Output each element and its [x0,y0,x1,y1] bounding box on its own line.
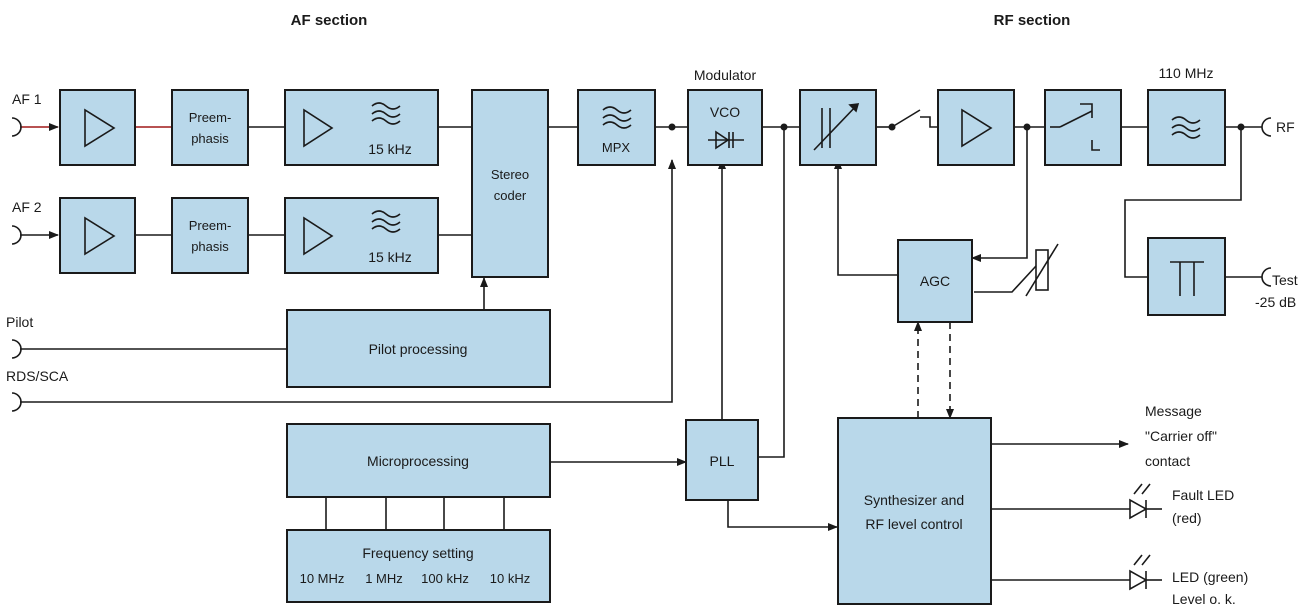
fault-led-label-line2: (red) [1172,510,1202,526]
preemphasis-label-line2: phasis [191,131,229,146]
variable-resistor-icon [1025,243,1059,297]
switch-icon [1050,103,1100,151]
pilot-processing-block: Pilot processing [286,309,551,388]
filter-15khz-label: 15 kHz [368,141,412,157]
lowpass-filter-icon [602,106,632,129]
varactor-diode-icon [708,130,744,150]
vco-block: VCO [687,89,763,166]
preemphasis-label-line2: phasis [191,239,229,254]
signal-lines [20,109,1262,581]
rf-output-connector [1261,117,1272,137]
af2-input-label: AF 2 [12,199,42,215]
ok-led-label-line2: Level o. k. [1172,591,1236,607]
frequency-setting-label: Frequency setting [362,545,473,561]
synthesizer-block: Synthesizer and RF level control [837,417,992,605]
filter-110mhz-block [1147,89,1226,166]
freq-step-10mhz: 10 MHz [300,571,345,586]
amplifier-icon [84,216,116,256]
amplifier-icon [303,108,334,148]
lowpass-filter-icon [371,210,401,233]
variable-attenuator-icon [813,103,860,151]
af1-preemphasis-block: Preem- phasis [171,89,249,166]
af1-amplifier [59,89,136,166]
message-label-line1: Message [1145,403,1202,419]
preemphasis-label-line1: Preem- [189,110,232,125]
preemphasis-label-line1: Preem- [189,218,232,233]
pll-block: PLL [685,419,759,501]
rf-output-label: RF [1276,119,1295,135]
fault-led-label-line1: Fault LED [1172,487,1234,503]
message-label-line3: contact [1145,453,1190,469]
freq-step-10khz: 10 kHz [490,571,530,586]
pilot-processing-label: Pilot processing [369,341,468,357]
af2-amplifier [59,197,136,274]
filter-110mhz-label: 110 MHz [1159,65,1214,81]
filter-15khz-label: 15 kHz [368,249,412,265]
ok-led-icon [1129,554,1162,591]
stereo-coder-block: Stereo coder [471,89,549,278]
agc-label: AGC [920,273,950,289]
mpx-label: MPX [602,140,631,155]
microprocessing-label: Microprocessing [367,453,469,469]
rf-switch-block [1044,89,1122,166]
agc-block: AGC [897,239,973,323]
test-level-label: -25 dB [1255,294,1296,310]
freq-step-1mhz: 1 MHz [365,571,403,586]
rds-sca-input-label: RDS/SCA [6,368,69,384]
synthesizer-label-line1: Synthesizer and [864,492,964,508]
modulator-label: Modulator [694,67,757,83]
mpx-filter-block: MPX [577,89,656,166]
rf-section-heading: RF section [994,12,1071,29]
input-connectors [11,117,22,412]
af2-lowpass-block: 15 kHz [284,197,439,274]
rf-attenuator-block [799,89,877,166]
af1-input-label: AF 1 [12,91,42,107]
vco-label: VCO [710,104,740,120]
test-output-connector [1261,267,1272,287]
microprocessing-block: Microprocessing [286,423,551,498]
pll-label: PLL [710,453,735,469]
lowpass-filter-icon [1171,116,1201,139]
amplifier-icon [84,108,116,148]
lowpass-filter-icon [371,102,401,125]
stereo-coder-label-line1: Stereo [491,167,529,182]
af1-lowpass-block: 15 kHz [284,89,439,166]
rf-amplifier [937,89,1015,166]
frequency-setting-block: Frequency setting 10 MHz 1 MHz 100 kHz 1… [286,529,551,603]
ok-led-label-line1: LED (green) [1172,569,1248,585]
stereo-coder-label-line2: coder [494,188,527,203]
af-section-heading: AF section [291,12,368,29]
pilot-input-label: Pilot [6,314,33,330]
af2-preemphasis-block: Preem- phasis [171,197,249,274]
synthesizer-label-line2: RF level control [865,516,962,532]
test-coupler-block [1147,237,1226,316]
test-output-label: Test [1272,272,1298,288]
fault-led-icon [1129,483,1162,520]
message-label-line2: "Carrier off" [1145,428,1217,444]
coupler-icon [1170,261,1204,296]
freq-step-100khz: 100 kHz [421,571,469,586]
amplifier-icon [961,108,993,148]
amplifier-icon [303,216,334,256]
